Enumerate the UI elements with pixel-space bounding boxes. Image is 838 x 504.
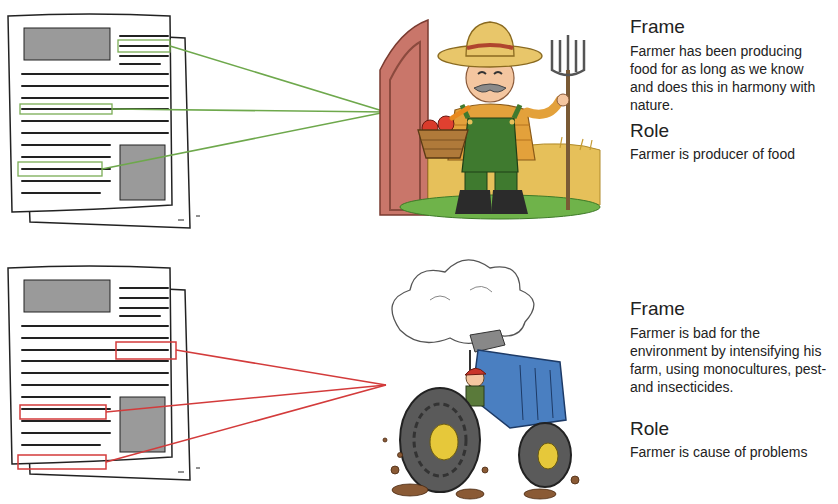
frame-text: Farmer has been producing food for as lo… xyxy=(630,42,830,114)
role-text: Farmer is cause of problems xyxy=(630,443,834,461)
role-heading: Role xyxy=(630,120,830,142)
role-text: Farmer is producer of food xyxy=(630,145,830,163)
highlight-box xyxy=(18,40,170,176)
leader-line xyxy=(106,350,386,462)
farmer-illustration xyxy=(380,20,600,219)
frame-heading: Frame xyxy=(630,298,830,320)
frame-heading: Frame xyxy=(630,16,830,38)
newspaper xyxy=(8,266,200,480)
leader-line xyxy=(102,46,386,169)
role-heading: Role xyxy=(630,418,830,440)
frame-text: Farmer is bad for the environment by int… xyxy=(630,324,830,396)
tractor-illustration xyxy=(383,260,579,499)
